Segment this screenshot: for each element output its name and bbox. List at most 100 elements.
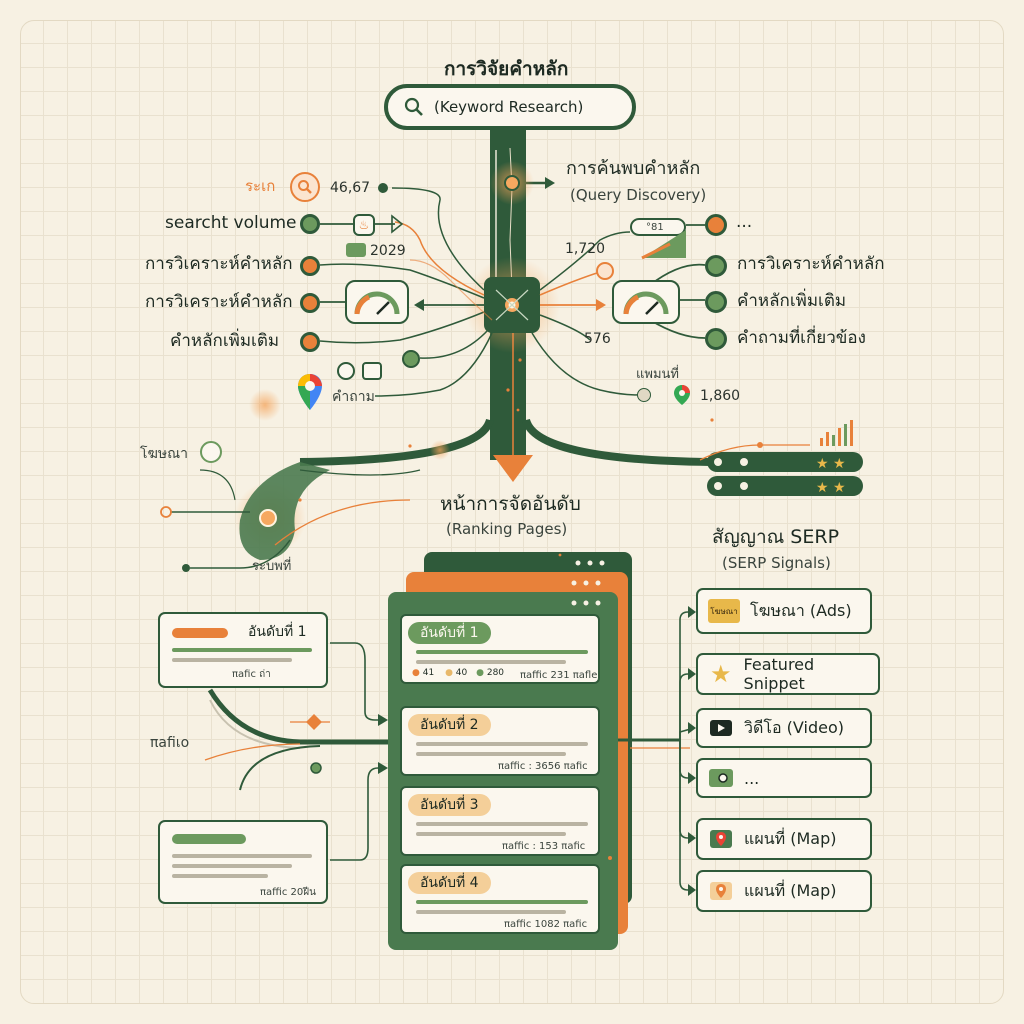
related-node-right[interactable] — [705, 328, 727, 350]
question-node-2[interactable] — [402, 350, 420, 368]
rank-line — [416, 822, 588, 826]
query-discovery-subtitle: (Query Discovery) — [570, 186, 707, 204]
rank-card-4[interactable]: อันดับที่ 4 πaffic 1082 πafic — [400, 864, 600, 934]
ranking-title: หน้าการจัดอันดับ — [440, 493, 581, 515]
card-accent-bar — [172, 834, 246, 844]
ellipsis-node[interactable] — [705, 214, 727, 236]
map-icon — [708, 828, 734, 850]
rank-4-pill: อันดับที่ 4 — [408, 872, 491, 894]
serp-subtitle: (SERP Signals) — [722, 554, 831, 572]
svg-text:★ ★: ★ ★ — [816, 456, 846, 472]
rank-4-traffic: πaffic 1082 πafic — [504, 919, 588, 930]
ranking-subtitle: (Ranking Pages) — [446, 520, 568, 538]
keyword-search-bar[interactable]: (Keyword Research) — [384, 84, 636, 130]
rank-2-traffic: πaffic : 3656 πafic — [498, 761, 588, 772]
rank-line — [416, 752, 566, 756]
rank-1-traffic: πaffic 231 πafle — [520, 670, 598, 681]
value-pill: °81 — [630, 218, 686, 236]
svg-text:★ ★: ★ ★ — [816, 480, 846, 496]
item-analysis-2: การวิเคราะห์คำหลัก — [145, 292, 293, 312]
ad-badge-icon: โฆษณา — [708, 599, 740, 623]
left-card-1-label: อันดับที่ 1 — [248, 624, 307, 640]
rank-1-stats: ● 41 ● 40 ● 280 — [412, 668, 505, 678]
ads-label: โฆษณา — [140, 446, 188, 462]
analysis-node-right[interactable] — [705, 255, 727, 277]
map-pin-icon — [708, 880, 734, 902]
serp-signal-snippet-label: Featured Snippet — [743, 655, 815, 693]
search-icon-circle[interactable] — [290, 172, 320, 202]
rank-card-3[interactable]: อันดับที่ 3 πaffic : 153 πafic — [400, 786, 600, 856]
rank-line — [416, 660, 566, 664]
search-label: ระเก — [245, 177, 276, 195]
card-line — [172, 658, 292, 662]
left-traffic-label: πafiเo — [150, 735, 190, 751]
map-value: 1,860 — [700, 388, 741, 404]
card-line — [172, 648, 312, 652]
left-rank-card-2[interactable]: πaffic 20ฝีน — [158, 820, 328, 904]
map-pin-icon — [674, 385, 690, 405]
rank-line — [416, 900, 588, 904]
serp-signal-video[interactable]: วิดีโอ (Video) — [696, 708, 872, 748]
item-analysis-1: การวิเคราะห์คำหลัก — [145, 254, 293, 274]
query-discovery-title: การค้นพบคำหลัก — [566, 158, 701, 179]
rank-1-pill: อันดับที่ 1 — [408, 622, 491, 644]
rank-1-v1: 41 — [422, 668, 435, 678]
rank-line — [416, 650, 588, 654]
analysis-node-2[interactable] — [300, 293, 320, 313]
chart-icon — [346, 243, 366, 257]
growth-icon — [641, 230, 686, 260]
question-label: คำถาม — [332, 389, 375, 405]
additional-node-right[interactable] — [705, 291, 727, 313]
serp-signal-snippet[interactable]: ★ Featured Snippet — [696, 653, 880, 695]
volume-label: searcht volume — [165, 213, 297, 233]
map-node — [637, 388, 651, 402]
ranking-stack: อันดับที่ 1 ● 41 ● 40 ● 280 πaffic 231 π… — [388, 592, 618, 950]
analysis-node-1[interactable] — [300, 256, 320, 276]
rank-card-1[interactable]: อันดับที่ 1 ● 41 ● 40 ● 280 πaffic 231 π… — [400, 614, 600, 684]
question-node[interactable] — [337, 362, 355, 380]
card-line — [172, 874, 268, 878]
card-line — [172, 864, 292, 868]
flag-node — [596, 262, 614, 280]
left-rank-card-1[interactable]: อันดับที่ 1 πafic ถ่า — [158, 612, 328, 688]
ads-node[interactable] — [200, 441, 222, 463]
rank-1-v2: 40 — [455, 668, 468, 678]
rank-line — [416, 742, 588, 746]
serp-signal-map[interactable]: แผนที่ (Map) — [696, 818, 872, 860]
serp-signal-video-label: วิดีโอ (Video) — [744, 717, 844, 737]
item-analysis-right: การวิเคราะห์คำหลัก — [737, 254, 885, 274]
serp-signal-image-label: ... — [744, 768, 760, 788]
image-icon — [708, 767, 734, 789]
value-top: 1,720 — [565, 241, 606, 257]
volume-value: 2029 — [370, 243, 406, 259]
video-icon — [708, 717, 734, 739]
search-text: (Keyword Research) — [434, 98, 584, 116]
map-label-left: ระบพที่ — [252, 559, 292, 574]
serp-signal-map-2[interactable]: แผนที่ (Map) — [696, 870, 872, 912]
google-pin-icon — [296, 372, 324, 416]
search-icon — [298, 180, 312, 194]
rank-card-2[interactable]: อันดับที่ 2 πaffic : 3656 πafic — [400, 706, 600, 776]
rank-line — [416, 832, 566, 836]
serp-signal-image[interactable]: ... — [696, 758, 872, 798]
rank-3-pill: อันดับที่ 3 — [408, 794, 491, 816]
card-accent-bar — [172, 628, 228, 638]
search-icon — [404, 97, 423, 116]
serp-signal-map-label: แผนที่ (Map) — [744, 828, 837, 848]
rank-3-traffic: πaffic : 153 πafic — [502, 841, 586, 852]
rank-1-v3: 280 — [486, 668, 505, 678]
serp-signal-ads[interactable]: โฆษณา โฆษณา (Ads) — [696, 588, 872, 634]
additional-node[interactable] — [300, 332, 320, 352]
node-dot — [378, 183, 388, 193]
ellipsis-text: ... — [736, 212, 753, 232]
flame-icon: ♨ — [353, 214, 375, 236]
rank-2-pill: อันดับที่ 2 — [408, 714, 491, 736]
item-additional: คำหลักเพิ่มเติม — [170, 331, 280, 351]
card-line — [172, 854, 312, 858]
left-swoosh — [239, 462, 330, 560]
map-label-right: แพมนที่ — [636, 367, 679, 382]
volume-node[interactable] — [300, 214, 320, 234]
star-icon: ★ — [710, 660, 732, 688]
value-tiny: °81 — [646, 222, 664, 233]
